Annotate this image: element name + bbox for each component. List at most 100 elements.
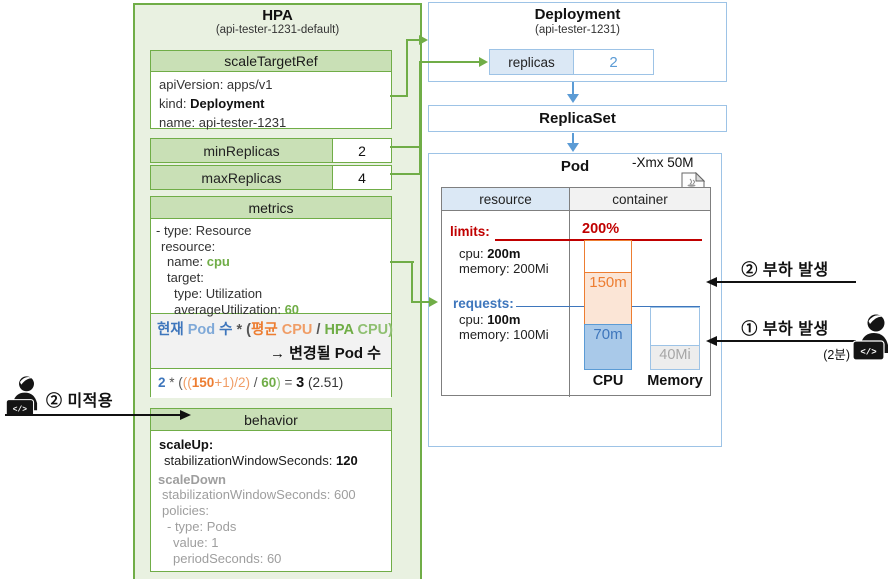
yaml-line: kind: Deployment — [159, 94, 391, 113]
replicas-label: replicas — [489, 49, 574, 75]
hpa-formula-line: 현재 Pod 수 * (평균 CPU / HPA CPU) — [151, 314, 393, 339]
connector-str-h2 — [405, 39, 421, 42]
name-value: cpu — [206, 254, 230, 270]
yaml-line: name: api-tester-1231 — [159, 115, 287, 130]
memory-bar-free-segment — [650, 307, 700, 346]
connector-replicas-h — [419, 61, 480, 64]
pod-title: Pod — [560, 158, 590, 175]
yaml-line: resource: — [161, 238, 216, 254]
formula-pod: Pod — [183, 322, 220, 338]
arrow-deploy-replicaset — [572, 82, 575, 95]
formula-current: 현재 — [157, 322, 184, 338]
dev-code-glyph: </> — [13, 406, 27, 415]
memory-bar-used-segment: 40Mi — [650, 345, 700, 370]
calc-op: * ( — [165, 375, 183, 390]
calc-close: ) — [276, 375, 281, 390]
limits-cpu: cpu: 200m — [459, 246, 520, 261]
yaml-line: type: Utilization — [174, 285, 263, 301]
max-replicas-row: maxReplicas 4 — [150, 165, 392, 190]
up-window-label: stabilizationWindowSeconds: — [164, 452, 336, 468]
max-replicas-label: maxReplicas — [151, 166, 333, 189]
not-applied-label: ② 미적용 — [46, 393, 114, 410]
deployment-title: Deployment — [534, 6, 621, 23]
hpa-calc-line: 2 * (((150+1)/2) / 60) = 3 (2.51) — [151, 368, 391, 398]
scale-target-ref-box: scaleTargetRef apiVersion: apps/v1 kind:… — [150, 50, 392, 130]
developer-icon-left: </> — [5, 376, 38, 417]
requests-cpu-label: cpu: — [459, 312, 488, 327]
not-applied-arrow-head — [180, 409, 191, 420]
load-2-arrow-line — [716, 281, 856, 283]
arrow-replicaset-pod — [572, 133, 575, 144]
connector-str-head — [418, 35, 428, 46]
limit-percent-label: 200% — [582, 221, 620, 237]
hpa-box: HPA (api-tester-1231-default) scaleTarge… — [133, 3, 422, 579]
connector-metrics-head — [429, 297, 438, 307]
scale-target-ref-header: scaleTargetRef — [151, 51, 391, 72]
load-2-label: ② 부하 발생 — [741, 262, 829, 279]
connector-max-h — [390, 173, 421, 176]
calc-div: / — [249, 375, 262, 390]
arrow-deploy-replicaset-head — [566, 94, 579, 103]
replicas-row: replicas 2 — [489, 49, 654, 75]
yaml-line: stabilizationWindowSeconds: 600 — [162, 487, 356, 503]
requests-cpu: cpu: 100m — [459, 312, 520, 327]
load-1-duration: (2분) — [823, 348, 850, 362]
limits-line — [495, 239, 702, 241]
col-resource: resource — [442, 188, 570, 210]
behavior-body: scaleUp: stabilizationWindowSeconds: 120… — [151, 431, 391, 566]
yaml-line: scaleDown — [158, 471, 226, 487]
connector-min-h — [390, 146, 421, 149]
jvm-flag: -Xmx 50M — [632, 155, 694, 170]
formula-count: 수 — [219, 322, 233, 338]
metrics-header: metrics — [151, 197, 391, 219]
load-1-arrow-line — [716, 340, 856, 342]
table-divider — [568, 211, 570, 397]
up-window-value: 120 — [335, 452, 358, 468]
col-container: container — [570, 188, 710, 210]
formula-hpa-cpu: CPU — [353, 322, 389, 338]
formula-op: * ( — [232, 322, 252, 338]
cpu-bar-used-segment: 70m — [584, 324, 632, 370]
requests-memory: memory: 100Mi — [459, 327, 549, 342]
load-1-label: ① 부하 발생 — [741, 321, 829, 338]
calc-exact: (2.51) — [304, 375, 344, 390]
name-label: name: — [167, 254, 207, 270]
limits-cpu-label: cpu: — [459, 246, 488, 261]
calc-eq: = — [280, 375, 297, 390]
calc-avg-rest: +1)/2) — [214, 375, 250, 390]
formula-result-line: → 변경될 Pod 수 — [269, 345, 381, 362]
yaml-line: target: — [167, 270, 204, 286]
yaml-line: policies: — [162, 503, 209, 519]
formula-avg-cpu: CPU — [277, 322, 313, 338]
avg-util-value: 60 — [284, 301, 300, 317]
metrics-body: - type: Resource resource: name: cpu tar… — [151, 219, 391, 317]
yaml-line: scaleUp: — [159, 437, 214, 452]
connector-str-v — [405, 39, 408, 98]
min-replicas-value: 2 — [358, 142, 366, 159]
formula-close: ) — [388, 322, 393, 338]
developer-icon-right: </> — [852, 314, 888, 361]
min-replicas-label: minReplicas — [151, 139, 333, 162]
yaml-line: value: 1 — [173, 534, 219, 550]
calc-avg-cpu: 150 — [191, 375, 215, 390]
yaml-line: stabilizationWindowSeconds: 120 — [151, 453, 391, 469]
replicas-value: 2 — [574, 49, 654, 75]
requests-header: requests: — [453, 296, 514, 311]
yaml-line: averageUtilization: 60 — [151, 302, 391, 318]
requests-cpu-value: 100m — [487, 312, 521, 327]
connector-str-h1 — [390, 95, 408, 98]
connector-replicas-head — [479, 57, 488, 68]
deployment-subtitle: (api-tester-1231) — [534, 24, 620, 36]
calc-result: 3 — [296, 375, 305, 391]
load-2-arrow-head — [706, 276, 717, 287]
arrow-replicaset-pod-head — [566, 143, 579, 152]
cpu-bar-free-segment — [584, 240, 632, 273]
hpa-formula-band: 현재 Pod 수 * (평균 CPU / HPA CPU) → 변경될 Pod … — [151, 313, 393, 368]
hpa-subtitle: (api-tester-1231-default) — [215, 24, 340, 36]
limits-header: limits: — [450, 224, 490, 239]
formula-avg: 평균 — [251, 322, 278, 338]
connector-metrics-h2 — [411, 300, 430, 304]
replicaset-box: ReplicaSet — [428, 105, 727, 132]
cpu-axis-label: CPU — [592, 373, 624, 389]
